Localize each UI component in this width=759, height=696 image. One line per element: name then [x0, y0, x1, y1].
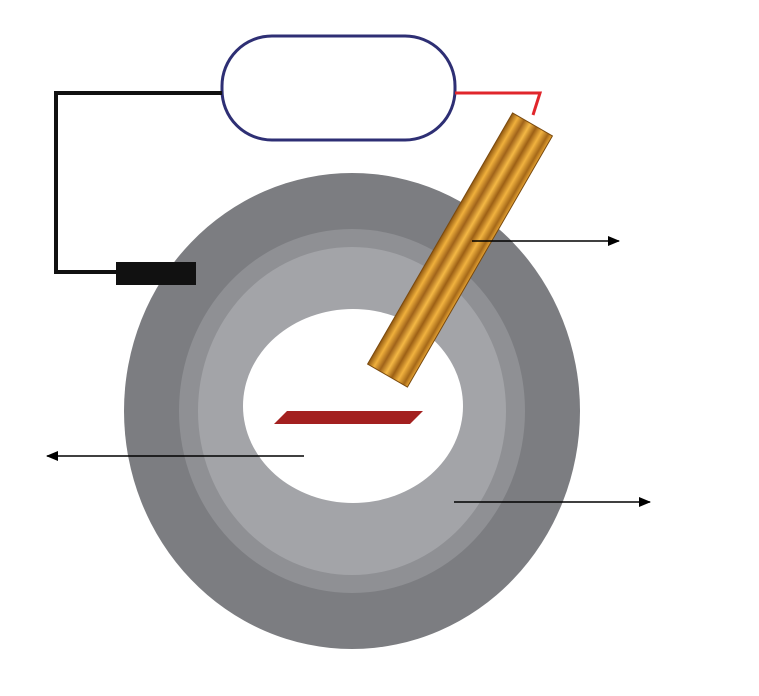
power-source-box	[220, 34, 457, 142]
copper-rod	[366, 112, 554, 388]
red-wire	[455, 91, 543, 116]
black-wire	[54, 91, 222, 274]
ground-contact-block	[116, 262, 196, 285]
target-plate	[274, 411, 423, 424]
